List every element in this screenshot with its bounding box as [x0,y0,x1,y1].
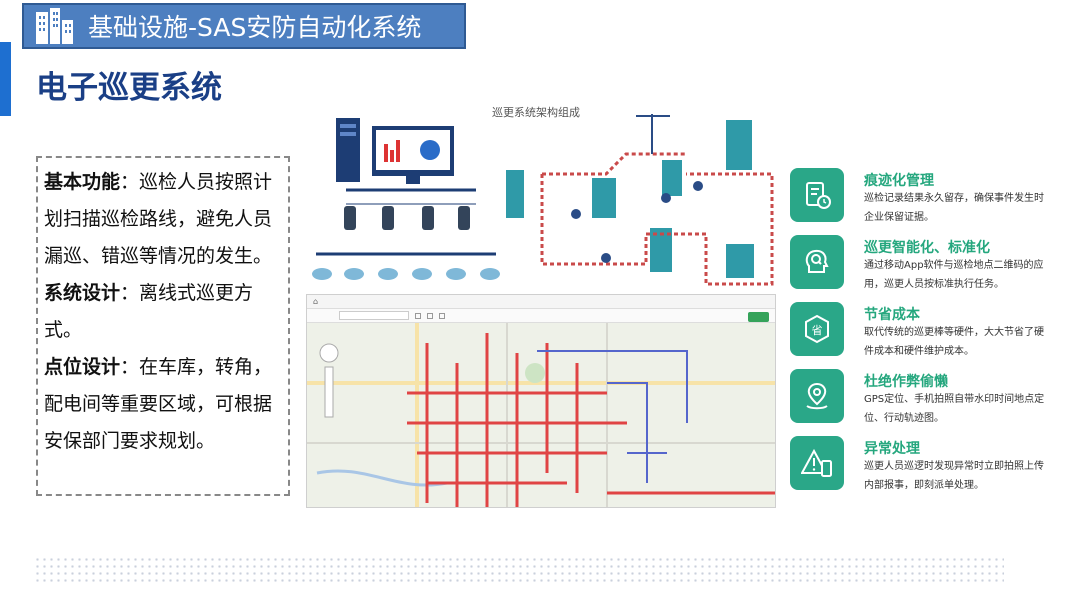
feature-desc: 巡检记录结果永久留存，确保事件发生时企业保留证据。 [864,193,1044,223]
patrol-device-icons [344,206,470,230]
checkpoint-icons [312,268,500,280]
map-canvas[interactable] [307,323,776,508]
location-pin-icon [790,369,844,423]
section-title: 电子巡更系统 [36,70,222,106]
city-buildings-icon [506,120,754,278]
feature-title: 杜绝作弊偷懒 [864,374,948,390]
map-topbar: ⌂ [307,295,775,309]
savings-badge-icon: 省 [790,302,844,356]
description-system-design: 系统设计：离线式巡更方式。 [44,282,254,341]
feature-desc: 巡更人员巡逻时发现异常时立即拍照上传内部报事，即刻派单处理。 [864,461,1044,491]
header-bar: 基础设施-SAS安防自动化系统 [22,3,466,49]
checkbox-icon[interactable] [415,312,421,319]
map-action-button[interactable] [748,312,769,322]
checkbox-icon[interactable] [439,312,445,319]
architecture-illustration [312,114,774,286]
brain-search-icon [790,235,844,289]
patrol-map-panel: ⌂ [306,294,776,508]
feature-item-anti-cheat: 杜绝作弊偷懒 GPS定位、手机拍照自带水印时间地点定位、行动轨迹图。 [790,369,1050,436]
feature-title: 节省成本 [864,307,920,323]
map-toolbar [307,309,775,323]
monitor-icon [372,126,454,184]
feature-title: 异常处理 [864,441,920,457]
feature-title: 巡更智能化、标准化 [864,240,990,256]
checkbox-icon[interactable] [427,312,433,319]
feature-title: 痕迹化管理 [864,173,934,189]
diagram-caption: 巡更系统架构组成 [492,106,580,119]
svg-text:省: 省 [812,324,823,337]
feature-desc: 通过移动App软件与巡检地点二维码的应用，巡更人员按标准执行任务。 [864,260,1044,290]
side-accent-bar [0,42,11,116]
document-clock-icon [790,168,844,222]
feature-item-trace-management: 痕迹化管理 巡检记录结果永久留存，确保事件发生时企业保留证据。 [790,168,1050,235]
feature-item-save-cost: 省 节省成本 取代传统的巡更棒等硬件，大大节省了硬件成本和硬件维护成本。 [790,302,1050,369]
map-zoom-control[interactable] [319,343,339,418]
description-point-design: 点位设计：在车库，转角，配电间等重要区域，可根据安保部门要求规划。 [44,356,273,452]
feature-item-exception-handling: 异常处理 巡更人员巡逻时发现异常时立即拍照上传内部报事，即刻派单处理。 [790,436,1050,503]
server-tower-icon [336,118,360,182]
header-title: 基础设施-SAS安防自动化系统 [88,13,422,42]
decorative-dot-pattern [34,556,1004,586]
description-basic-function: 基本功能：巡检人员按照计划扫描巡检路线，避免人员漏巡、错巡等情况的发生。 [44,171,273,267]
guard-icons [571,181,703,263]
architecture-diagram: 巡更系统架构组成 [306,104,776,294]
description-box: 基本功能：巡检人员按照计划扫描巡检路线，避免人员漏巡、错巡等情况的发生。 系统设… [36,156,290,496]
feature-desc: 取代传统的巡更棒等硬件，大大节省了硬件成本和硬件维护成本。 [864,327,1044,357]
feature-item-intelligent-standard: 巡更智能化、标准化 通过移动App软件与巡检地点二维码的应用，巡更人员按标准执行… [790,235,1050,302]
feature-list: 痕迹化管理 巡检记录结果永久留存，确保事件发生时企业保留证据。 巡更智能化、标准… [790,168,1050,503]
feature-desc: GPS定位、手机拍照自带水印时间地点定位、行动轨迹图。 [864,394,1045,424]
map-search-input[interactable] [339,311,409,320]
building-icon [32,6,76,46]
warning-phone-icon [790,436,844,490]
